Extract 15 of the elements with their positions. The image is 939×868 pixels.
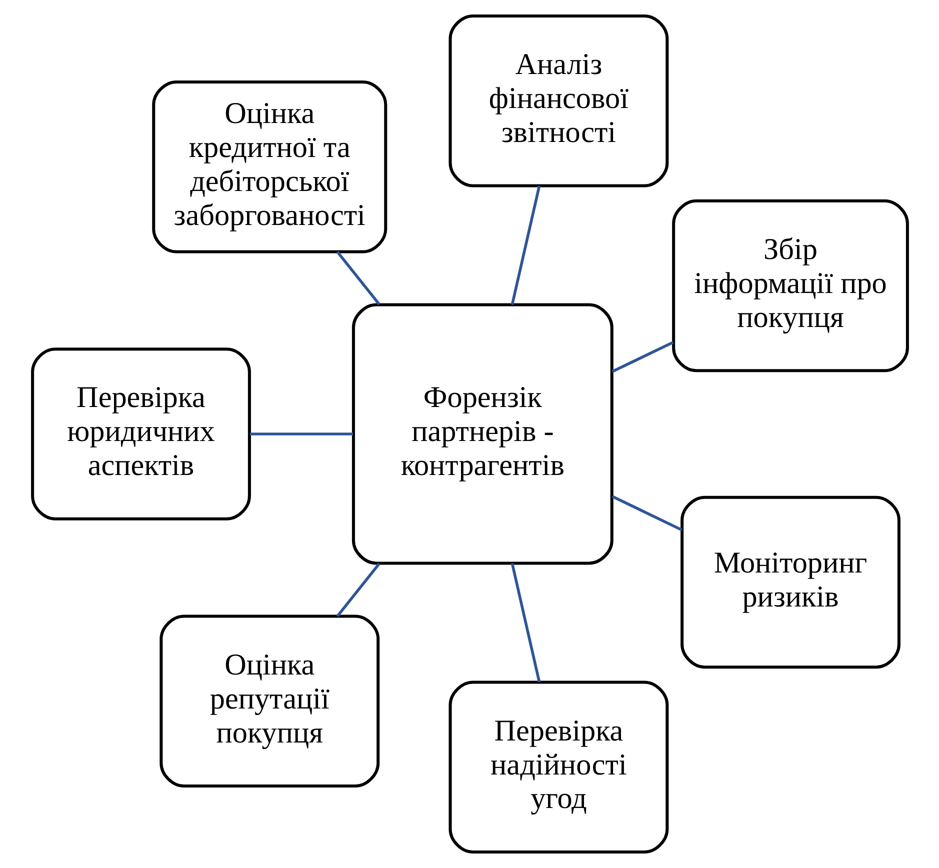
connector bbox=[611, 340, 674, 373]
node-box: Оцінка репутації покупця bbox=[159, 614, 380, 788]
connector bbox=[611, 495, 682, 532]
node-box: Перевірка юридичних аспектів bbox=[30, 348, 250, 520]
node-box: Оцінка кредитної та дебіторської заборгованості bbox=[152, 80, 387, 254]
node-box: Форензік партнерів - контрагентів bbox=[351, 303, 613, 565]
node-box: Аналіз фінансової звітності bbox=[448, 14, 668, 188]
connector bbox=[249, 432, 353, 436]
node-box: Моніторинг ризиків bbox=[680, 496, 900, 669]
connector bbox=[510, 186, 540, 306]
node-box: Перевірка надійності угод bbox=[448, 680, 668, 854]
connector bbox=[510, 562, 540, 682]
connector bbox=[336, 251, 380, 306]
node-box: Збір інформації про покупця bbox=[672, 199, 908, 372]
connector bbox=[336, 562, 380, 617]
